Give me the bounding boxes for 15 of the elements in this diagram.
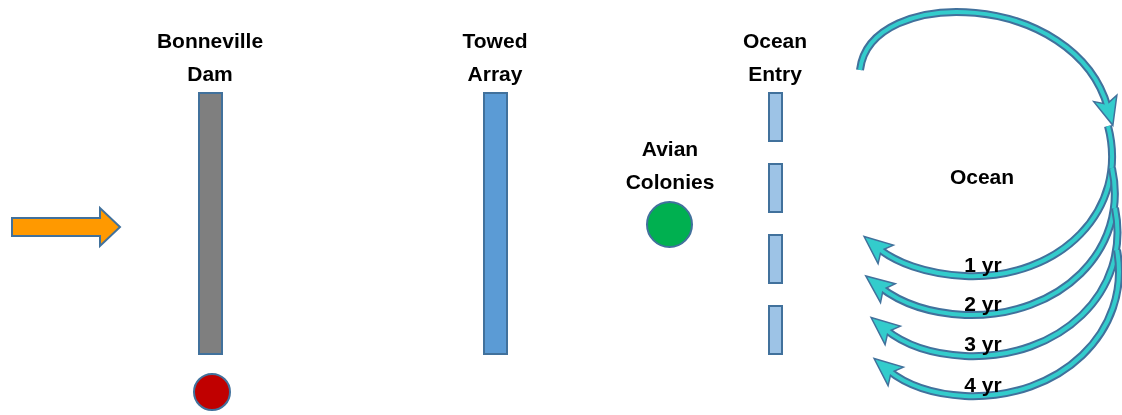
entry-bar: [768, 305, 783, 355]
array-bar: [483, 92, 508, 355]
duration-label: 1 yr: [963, 252, 1003, 278]
heading-text: Towed Array: [461, 28, 529, 87]
heading-text: Avian Colonies: [624, 136, 716, 195]
duration-label: 3 yr: [963, 331, 1003, 357]
region-label: Ocean: [948, 164, 1016, 190]
entry-bar: [768, 234, 783, 284]
entry-bar: [768, 163, 783, 213]
entry-bar: [768, 92, 783, 142]
heading-text: Bonneville Dam: [155, 28, 265, 87]
duration-label: 4 yr: [963, 372, 1003, 398]
dam-bar: [198, 92, 223, 355]
heading-text: Ocean Entry: [741, 28, 809, 87]
duration-label: 2 yr: [963, 291, 1003, 317]
